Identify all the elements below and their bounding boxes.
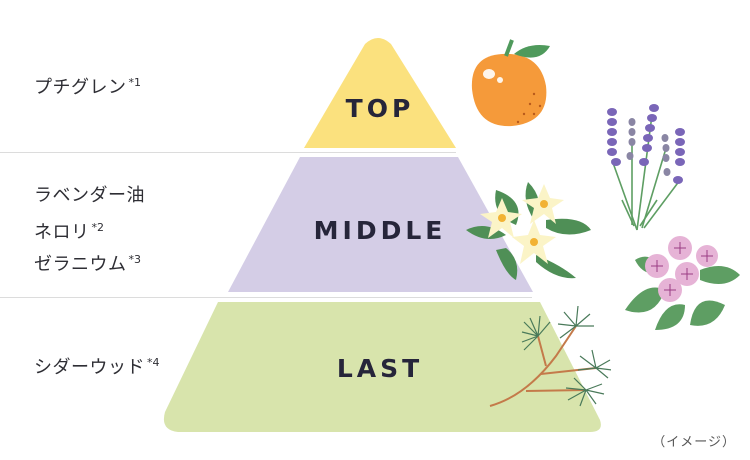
note-ref: *3 — [128, 253, 142, 266]
note-cedarwood: シダーウッド*4 — [34, 348, 160, 383]
note-geranium: ゼラニウム*3 — [34, 245, 141, 280]
note-name: プチグレン — [34, 77, 127, 98]
note-name: ラベンダー油 — [34, 185, 145, 206]
orange-icon — [471, 39, 550, 127]
note-neroli: ネロリ*2 — [34, 213, 104, 248]
note-ref: *4 — [147, 356, 160, 369]
note-name: シダーウッド — [34, 357, 145, 378]
tier-last-shape — [163, 302, 601, 432]
divider-top-middle — [0, 152, 456, 153]
note-ref: *1 — [128, 76, 142, 89]
tier-middle-title: MIDDLE — [313, 216, 447, 245]
note-name: ゼラニウム — [34, 254, 127, 275]
note-name: ネロリ — [34, 222, 90, 243]
note-petitgrain: プチグレン*1 — [34, 68, 141, 103]
note-ref: *2 — [91, 221, 105, 234]
divider-middle-last — [0, 297, 532, 298]
lavender-icon — [607, 104, 685, 231]
tier-middle-shape — [228, 157, 533, 292]
neroli-flower-icon — [466, 182, 591, 280]
tier-top-shape — [304, 38, 456, 148]
geranium-icon — [625, 236, 740, 330]
cedar-branch-icon — [489, 306, 611, 407]
note-lavender: ラベンダー油 — [34, 181, 145, 211]
tier-top-title: TOP — [345, 94, 415, 123]
tier-last-title: LAST — [336, 354, 424, 383]
image-caption: （イメージ） — [652, 435, 736, 450]
